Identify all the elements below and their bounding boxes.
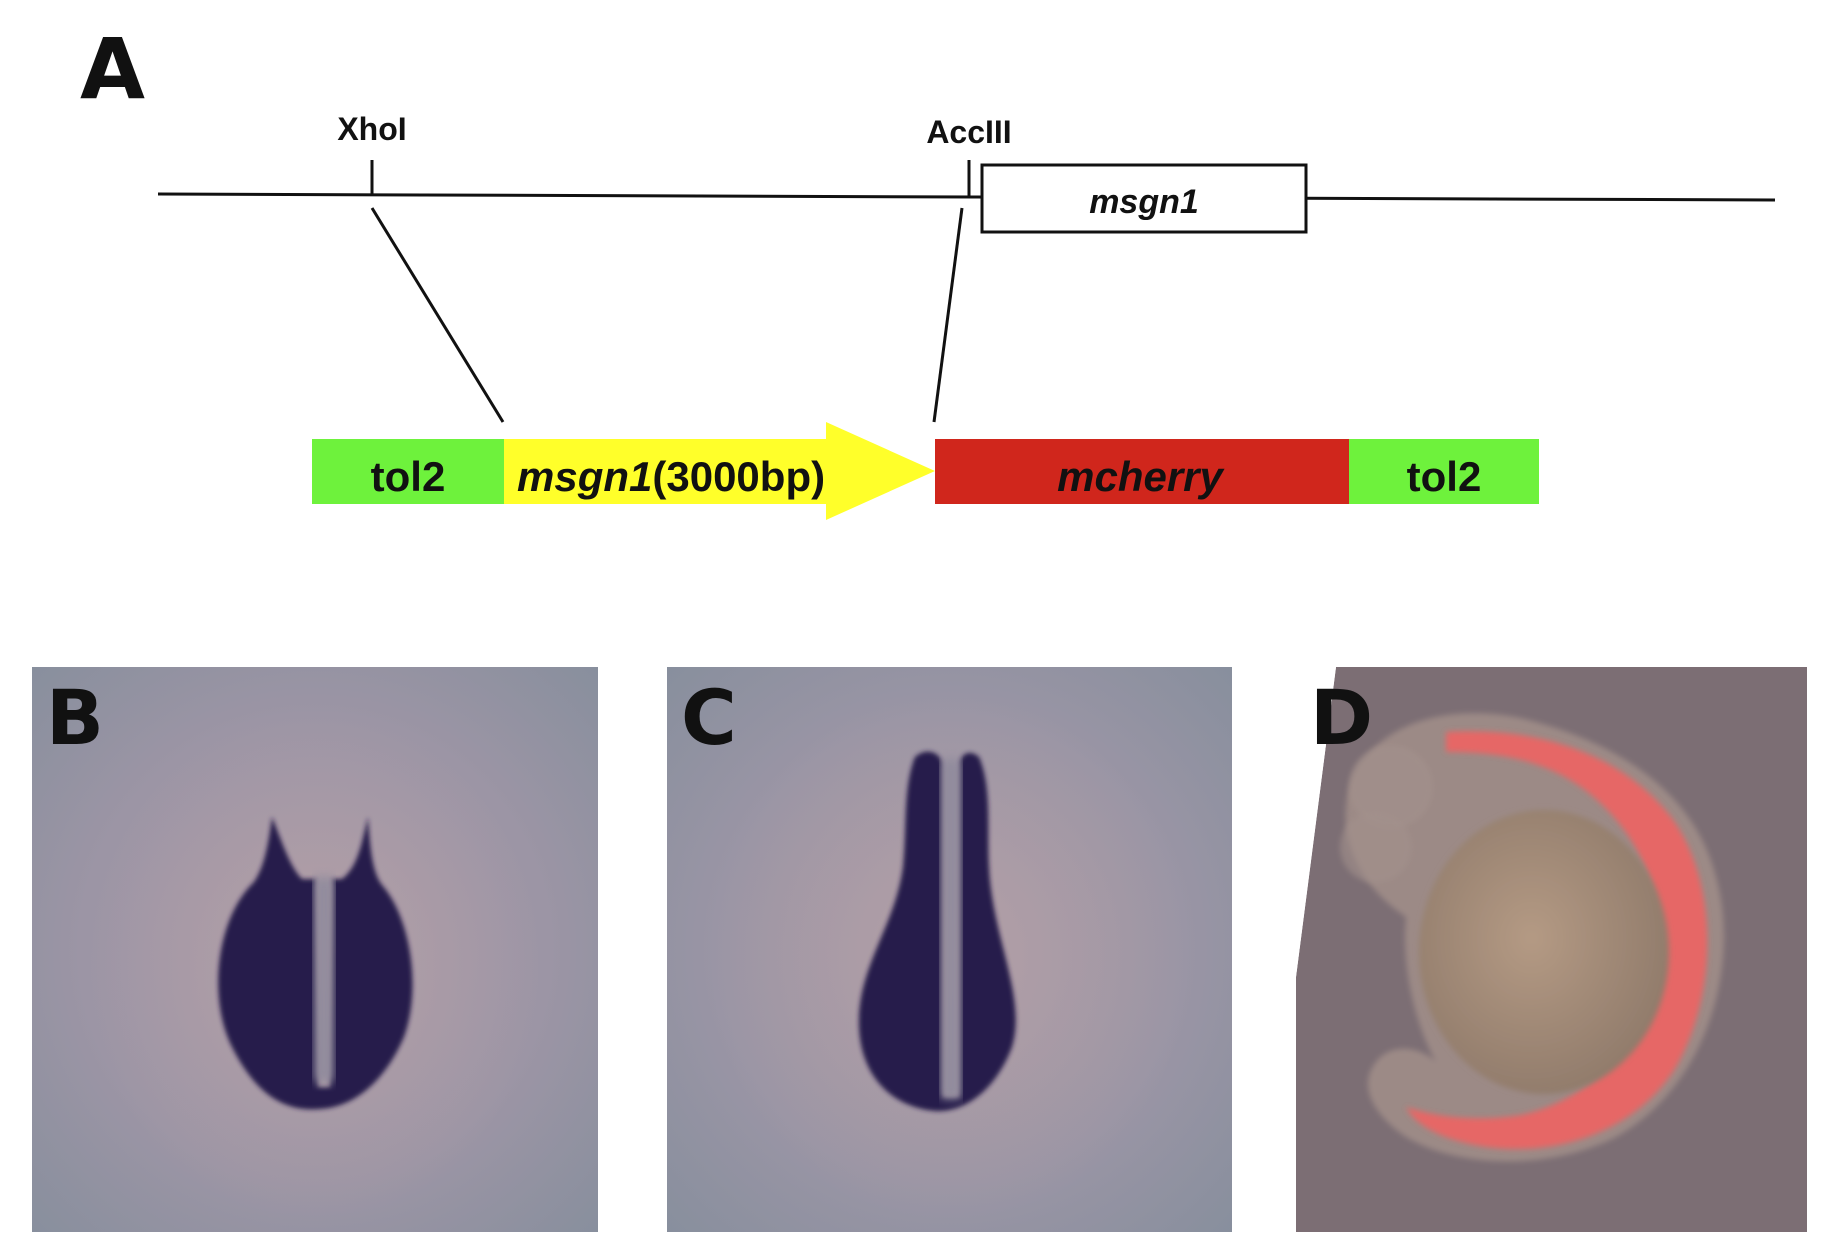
embryo-c-image bbox=[667, 667, 1232, 1232]
promoter-label: msgn1(3000bp) bbox=[517, 453, 825, 500]
mcherry-label: mcherry bbox=[1057, 453, 1225, 500]
embryo-d-image bbox=[1296, 667, 1807, 1232]
embryo-b-image bbox=[32, 667, 598, 1232]
yolk bbox=[1419, 810, 1669, 1094]
promoter-name: msgn1 bbox=[517, 453, 652, 500]
construct-diagram: XhoI AccIII msgn1 tol2 msgn1(3000bp) mch… bbox=[157, 111, 1776, 520]
panel-c-photo: C bbox=[667, 667, 1232, 1232]
xhoi-label: XhoI bbox=[337, 111, 406, 147]
panel-d-letter: D bbox=[1310, 673, 1374, 762]
panel-b-letter: B bbox=[46, 673, 104, 762]
msgn1-gene-label: msgn1 bbox=[1089, 183, 1199, 221]
msgn1-gene-box bbox=[980, 163, 1308, 234]
connector-right bbox=[932, 207, 964, 423]
panel-c-letter: C bbox=[681, 673, 737, 762]
tol2-left-box bbox=[312, 439, 504, 504]
acciii-label: AccIII bbox=[926, 114, 1011, 150]
tol2-right-label: tol2 bbox=[1407, 453, 1482, 500]
promoter-size: (3000bp) bbox=[652, 453, 825, 500]
tol2-left-label: tol2 bbox=[371, 453, 446, 500]
promoter-arrow bbox=[504, 422, 935, 520]
stain-c bbox=[858, 751, 1016, 1112]
tol2-right-box bbox=[1349, 439, 1539, 504]
panel-b-photo: B bbox=[32, 667, 598, 1232]
genomic-dna-line bbox=[157, 192, 1776, 202]
panel-a-letter: A bbox=[80, 20, 146, 118]
connector-left bbox=[370, 207, 505, 423]
mcherry-box bbox=[935, 439, 1349, 504]
panel-d-photo: D bbox=[1296, 667, 1807, 1232]
